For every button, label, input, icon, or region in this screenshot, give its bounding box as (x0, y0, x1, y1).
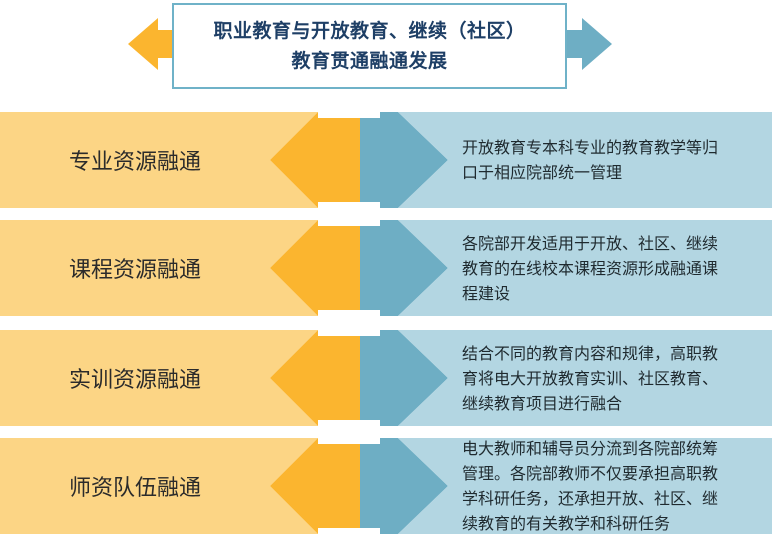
row-3-description: 结合不同的教育内容和规律，高职教育将电大开放教育实训、社区教育、继续教育项目进行… (462, 330, 764, 426)
title-left-arrow (128, 18, 176, 70)
title-line-2: 教育贯通融通发展 (291, 50, 448, 72)
row-3-top-tab (318, 322, 380, 336)
row-2-bottom-tab (318, 310, 380, 324)
row-2-description-line: 教育的在线校本课程资源形成融通课 (462, 258, 719, 278)
row-2-right-arrow (360, 220, 448, 316)
row-4-description-line: 续教育的有关教学和科研任务 (462, 514, 671, 533)
row-4-description: 电大教师和辅导员分流到各院部统筹管理。各院部教师不仅要承担高职教学科研任务，还承… (462, 438, 764, 534)
title-line-1: 职业教育与开放教育、继续（社区） (213, 20, 526, 42)
row-4-bottom-tab (318, 528, 380, 537)
row-4-label: 师资队伍融通 (68, 476, 201, 501)
row-1-label: 专业资源融通 (68, 150, 201, 175)
row-4-description-line: 管理。各院部教师不仅要承担高职教 (462, 464, 719, 483)
row-1-top-tab (318, 104, 380, 118)
row-2-left-arrow (270, 220, 360, 316)
row-1-description-line: 开放教育专本科专业的教育教学等归 (462, 138, 719, 157)
row-1-description-line: 口于相应院部统一管理 (462, 163, 623, 182)
title-right-arrow (564, 18, 612, 70)
row-4-right-band (398, 438, 772, 534)
row-1-description: 开放教育专本科专业的教育教学等归口于相应院部统一管理 (462, 112, 764, 208)
row-2-description: 各院部开发适用于开放、社区、继续教育的在线校本课程资源形成融通课程建设 (462, 220, 764, 316)
title-box: 职业教育与开放教育、继续（社区） 教育贯通融通发展 (172, 3, 567, 89)
row-4-left-arrow (270, 438, 360, 534)
row-1-left-arrow (270, 112, 360, 208)
row-3-right-arrow (360, 330, 448, 426)
row-2-label: 课程资源融通 (68, 258, 201, 283)
row-3-label: 实训资源融通 (68, 368, 201, 393)
row-2-description-line: 各院部开发适用于开放、社区、继续 (462, 233, 719, 253)
row-3-left-arrow (270, 330, 360, 426)
row-4-description-line: 电大教师和辅导员分流到各院部统筹 (462, 439, 719, 458)
row-3-right-band (398, 330, 772, 426)
row-2-description-line: 程建设 (462, 283, 511, 303)
row-1-right-arrow (360, 112, 448, 208)
row-2-right-band (398, 220, 772, 316)
row-1-left-band (0, 112, 318, 208)
row-4-description-line: 学科研任务，还承担开放、社区、继 (462, 489, 719, 508)
row-4-left-band (0, 438, 318, 534)
row-2-left-band (0, 220, 318, 316)
row-4-top-tab (318, 430, 380, 444)
row-1-right-band (398, 112, 772, 208)
row-3-description-line: 继续教育项目进行融合 (462, 393, 623, 413)
row-2-top-tab (318, 212, 380, 226)
row-3-description-line: 结合不同的教育内容和规律，高职教 (462, 343, 719, 363)
row-3-left-band (0, 330, 318, 426)
row-4-right-arrow (360, 438, 448, 534)
row-3-description-line: 育将电大开放教育实训、社区教育、 (462, 368, 719, 388)
